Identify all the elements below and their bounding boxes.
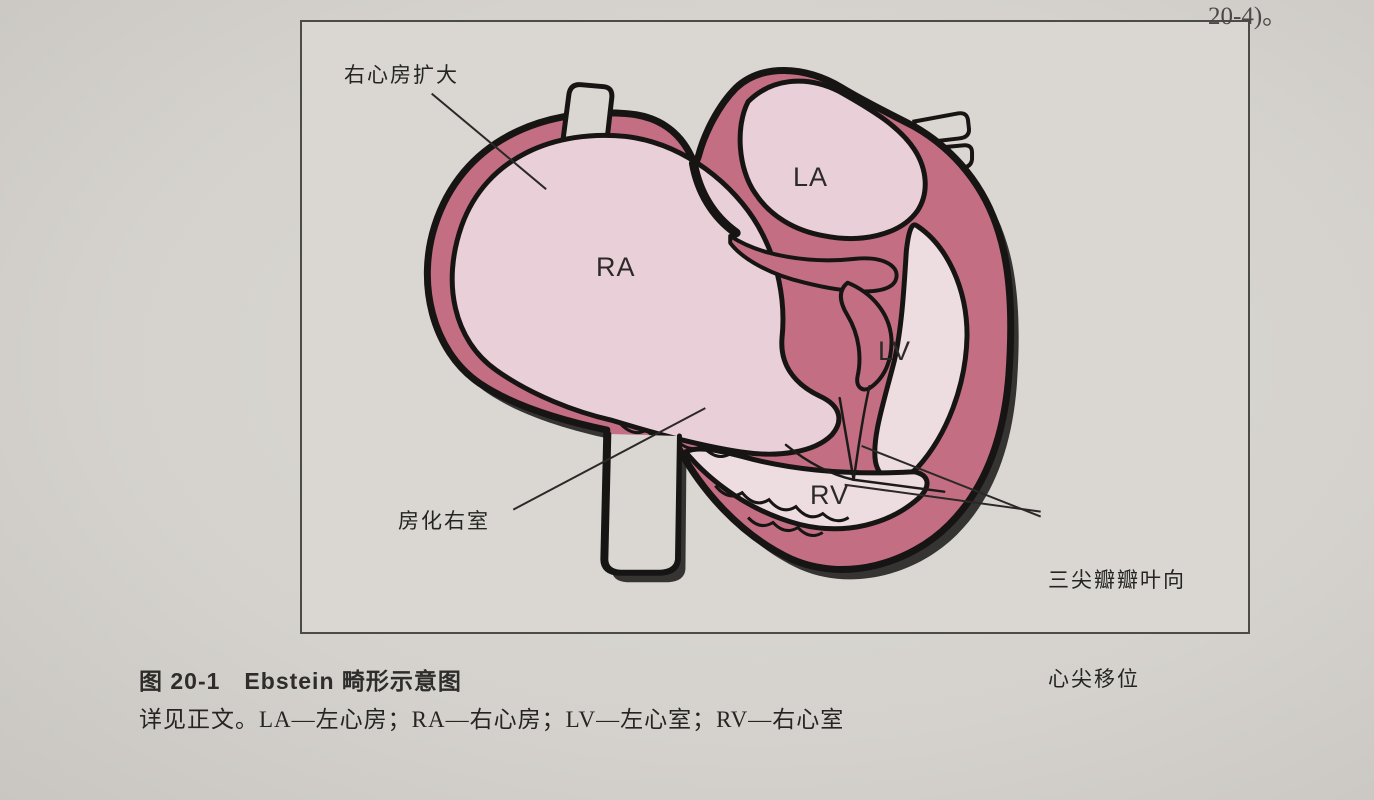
figure-caption-legend: 详见正文。LA—左心房；RA—右心房；LV—左心室；RV—右心室 xyxy=(139,707,845,732)
leader-atrialized-rv xyxy=(512,407,706,511)
lv-chamber xyxy=(872,222,970,482)
label-lv: LV xyxy=(878,336,912,366)
leader-lines xyxy=(431,92,1042,518)
rv-trabeculations xyxy=(714,484,850,538)
annotation-tricuspid-line2: 心尖移位 xyxy=(1048,668,1140,691)
annotation-ra-enlarged: 右心房扩大 xyxy=(344,64,459,87)
figure-box xyxy=(300,20,1250,634)
figure-caption-title: 图 20-1 Ebstein 畸形示意图 xyxy=(139,668,462,694)
leader-tricuspid-b xyxy=(861,444,1042,518)
rv-chamber xyxy=(682,446,930,532)
leader-tricuspid-a xyxy=(844,483,1041,513)
svc-vessel xyxy=(560,82,615,144)
annotation-atrialized-rv: 房化右室 xyxy=(398,510,490,533)
atrial-septum-line xyxy=(688,158,741,238)
page-text-fragment: 20-4)。 xyxy=(1208,3,1288,30)
ivc-vessel xyxy=(603,431,682,575)
label-rv: RV xyxy=(810,480,850,510)
mitral-leaflet-lower xyxy=(838,280,894,392)
annotation-tricuspid-line1: 三尖瓣瓣叶向 xyxy=(1048,569,1186,592)
label-la: LA xyxy=(793,162,829,192)
heart-diagram-svg xyxy=(423,67,1042,583)
label-ra: RA xyxy=(596,252,636,282)
mitral-leaflet-upper xyxy=(728,233,899,294)
la-chamber xyxy=(737,78,928,241)
annotation-tricuspid-displacement: 三尖瓣瓣叶向 心尖移位 xyxy=(1048,498,1186,762)
leader-ra-enlarged xyxy=(431,92,547,190)
tricuspid-valve-lines xyxy=(784,384,946,493)
